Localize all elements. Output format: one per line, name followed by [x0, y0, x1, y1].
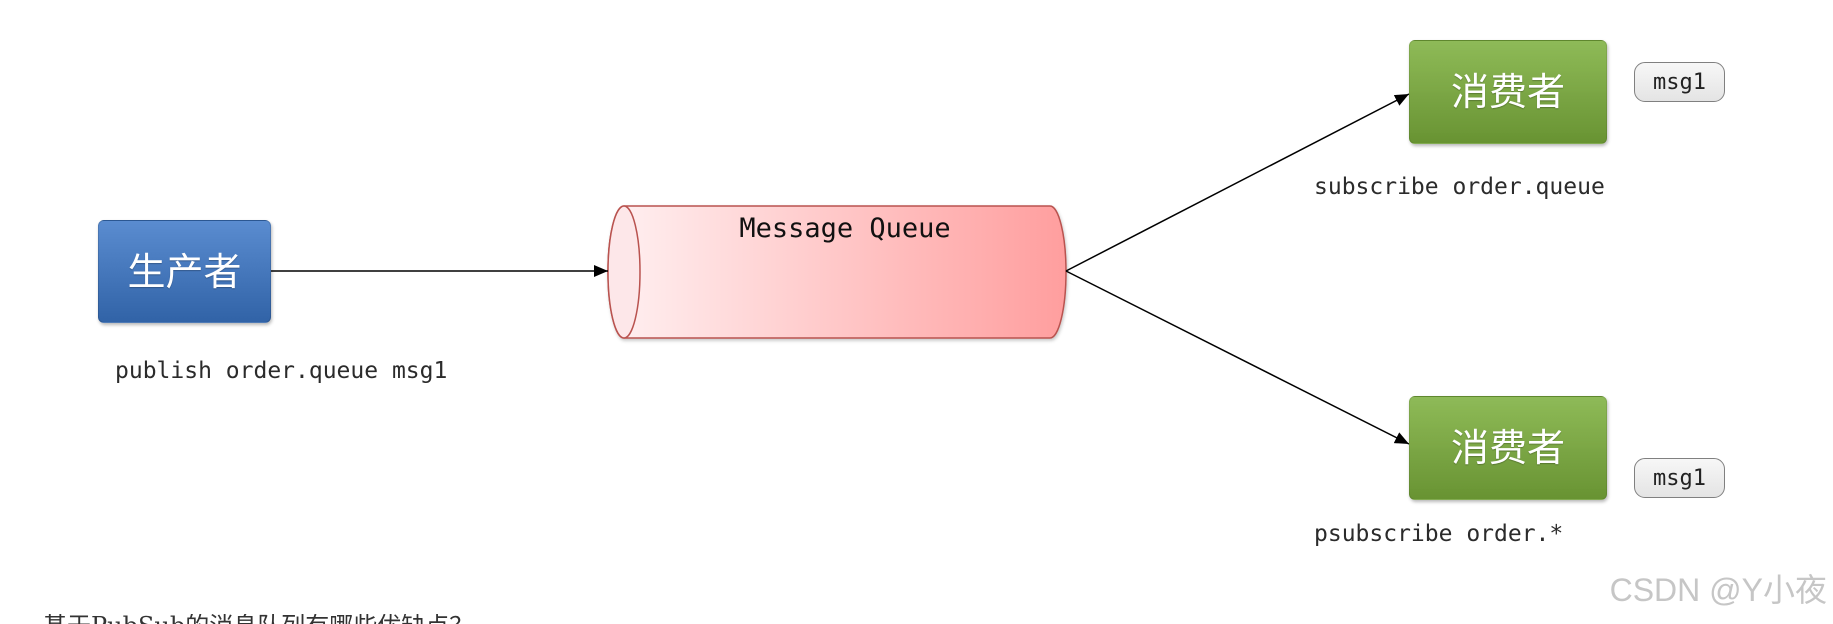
consumer-label: 消费者: [1450, 426, 1565, 470]
footer-question: 基于PubSub的消息队列有哪些优缺点？: [43, 614, 643, 624]
consumer-1-command: subscribe order.queue: [1314, 174, 1605, 200]
consumer-node-1: 消费者: [1409, 40, 1607, 144]
message-queue-cylinder: [607, 205, 1067, 339]
arrow-queue-to-consumer-1: [1065, 93, 1410, 272]
producer-command: publish order.queue msg1: [115, 358, 448, 384]
watermark: CSDN @Y小夜: [1609, 572, 1827, 608]
consumer-2-command: psubscribe order.*: [1314, 521, 1564, 547]
message-badge-text: msg1: [1653, 69, 1706, 95]
message-badge-text: msg1: [1653, 465, 1706, 491]
message-badge-2: msg1: [1634, 458, 1725, 498]
queue-inlet: [607, 205, 641, 339]
consumer-label: 消费者: [1450, 70, 1565, 114]
message-badge-1: msg1: [1634, 62, 1725, 102]
producer-node: 生产者: [98, 220, 271, 323]
consumer-node-2: 消费者: [1409, 396, 1607, 500]
arrow-queue-to-consumer-2: [1065, 270, 1410, 445]
queue-label: Message Queue: [739, 213, 951, 244]
producer-label: 生产者: [127, 249, 242, 294]
